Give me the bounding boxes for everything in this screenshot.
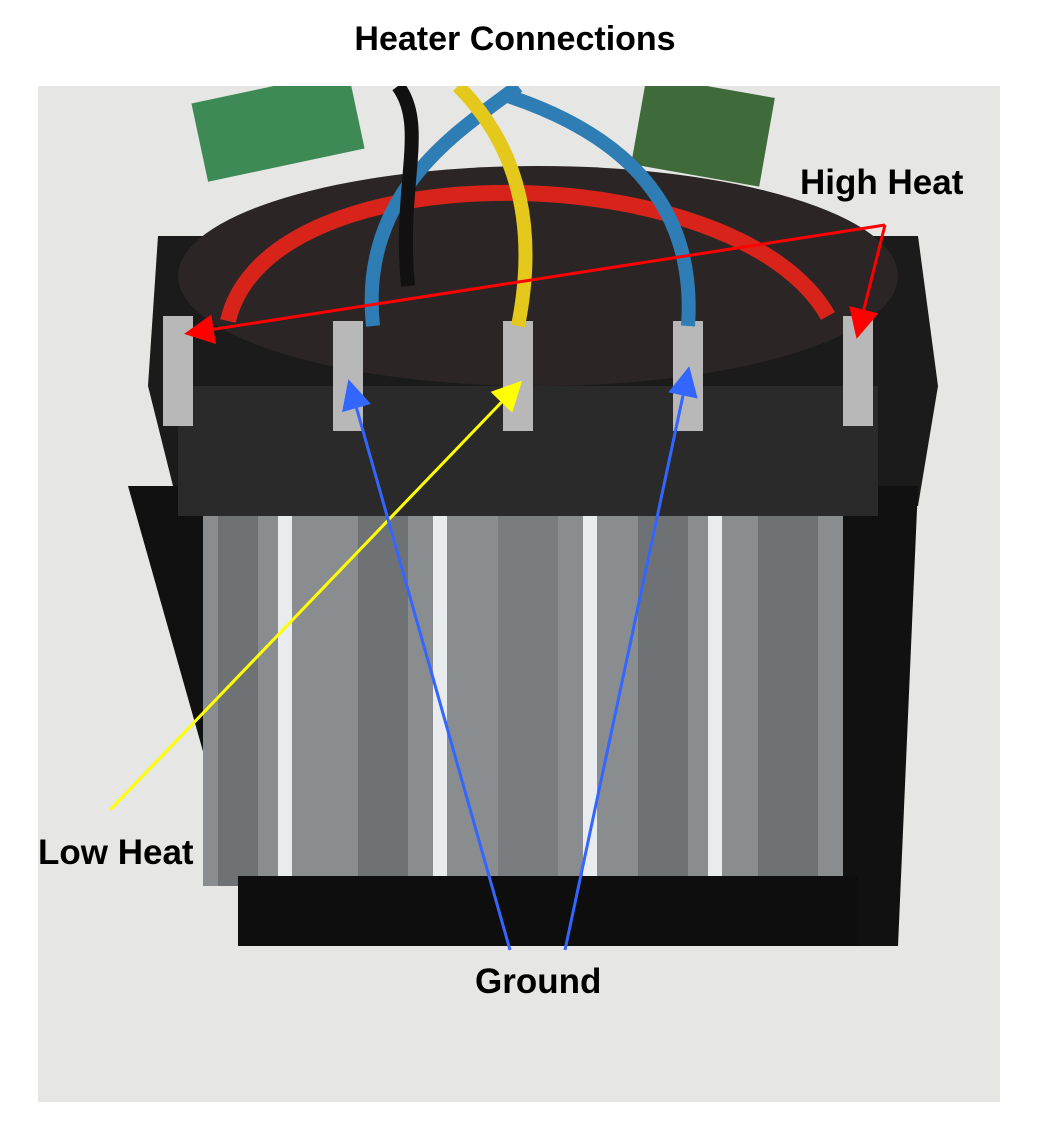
high-heat-arrow-right — [849, 224, 887, 339]
low-heat-arrow — [108, 380, 523, 812]
ground-label: Ground — [475, 962, 602, 1001]
ground-arrow-left — [342, 379, 512, 951]
heater-photo — [38, 86, 1000, 1102]
diagram-title: Heater Connections — [354, 20, 676, 58]
heater-fins — [203, 516, 843, 886]
low-heat-label: Low Heat — [38, 833, 194, 872]
ground-arrow-right — [563, 366, 698, 951]
high-heat-arrow-left — [184, 223, 886, 345]
high-heat-label: High Heat — [800, 163, 964, 202]
